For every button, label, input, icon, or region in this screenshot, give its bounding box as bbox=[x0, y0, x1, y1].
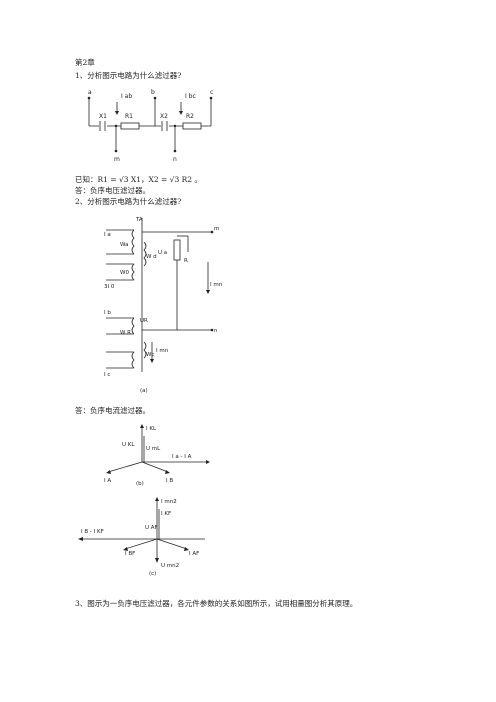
node-m-label-2: m bbox=[214, 226, 219, 232]
r-label: R bbox=[184, 258, 188, 264]
phasor-diagram-b: I KL U KL U mL I a - I A I A I B (b) bbox=[104, 424, 210, 487]
phasor-c-label: U AF bbox=[145, 525, 158, 531]
q1-circuit-diagram: a b c I ab I bc X1 R1 X2 R2 m n bbox=[87, 89, 213, 163]
wc-label: Wc bbox=[146, 352, 154, 358]
question-1-text: 1、分析图示电路为什么滤过器? bbox=[75, 71, 182, 80]
phasor-c-label: U mn2 bbox=[161, 563, 179, 569]
phasor-diagram-c: I mn2 I KF U AF I B - I KF I BF I AF U m… bbox=[78, 497, 205, 577]
chapter-title: 第2章 bbox=[75, 58, 95, 67]
question-3-text: 3、图示为一负序电压滤过器，各元件参数的关系如图所示，试用相量图分析其原理。 bbox=[75, 599, 358, 608]
im-label: I mn bbox=[156, 348, 169, 354]
wb-label: W0 bbox=[120, 270, 129, 276]
r1-label: R1 bbox=[125, 113, 133, 120]
q1-known-condition: 已知：R1 = √3 X1，X2 = √3 R2 。 bbox=[75, 175, 202, 184]
r2-label: R2 bbox=[186, 113, 194, 120]
ib-label: 3I 0 bbox=[104, 284, 115, 290]
ia-label: I a bbox=[104, 232, 111, 238]
ua-label: U a bbox=[158, 250, 167, 256]
phasor-c-label: I AF bbox=[189, 551, 199, 557]
phasor-b-label: I a - I A bbox=[172, 454, 192, 460]
wr-label: W R bbox=[120, 330, 131, 336]
figure-b-caption: (b) bbox=[136, 481, 144, 487]
ic-label: I c bbox=[104, 372, 110, 378]
figure-c-caption: (c) bbox=[149, 571, 156, 577]
phasor-b-label: U mL bbox=[146, 446, 161, 452]
phasor-b-label: I KL bbox=[146, 426, 157, 432]
current-ab-label: I ab bbox=[121, 93, 132, 100]
node-c-label: c bbox=[210, 89, 213, 96]
node-b-label: b bbox=[151, 89, 155, 96]
ic-b-label: I b bbox=[104, 310, 111, 316]
imn-label: I mn bbox=[210, 282, 223, 288]
figure-a-caption: (a) bbox=[140, 388, 148, 394]
question-2-text: 2、分析图示电路为什么滤过器? bbox=[75, 197, 182, 206]
phasor-b-label: I A bbox=[104, 478, 111, 484]
ta-label: TA bbox=[135, 217, 143, 223]
x1-label: X1 bbox=[99, 113, 107, 120]
node-a-label: a bbox=[88, 89, 92, 96]
q2-circuit-diagram: TA I a Wa 3I 0 W0 W d U a R m I mn I b U… bbox=[104, 217, 223, 394]
wa-label: Wa bbox=[120, 242, 128, 248]
node-n-label-2: n bbox=[214, 328, 218, 334]
phasor-c-label: I mn2 bbox=[161, 499, 177, 505]
phasor-b-label: I B bbox=[166, 478, 173, 484]
node-n-label: n bbox=[173, 156, 177, 163]
current-bc-label: I bc bbox=[185, 93, 196, 100]
q2-answer: 答：负序电流滤过器。 bbox=[75, 406, 150, 415]
phasor-b-label: U KL bbox=[122, 442, 135, 448]
wd-label: W d bbox=[146, 254, 157, 260]
phasor-c-label: I B - I KF bbox=[81, 529, 104, 535]
phasor-c-label: I BF bbox=[125, 551, 135, 557]
x2-label: X2 bbox=[160, 113, 168, 120]
q1-answer: 答：负序电压滤过器。 bbox=[75, 186, 150, 195]
phasor-c-label: I KF bbox=[161, 511, 171, 517]
phasor-b-labels: I KL U KL U mL I a - I A I A I B (b) bbox=[104, 426, 192, 487]
node-m-label: m bbox=[114, 156, 120, 163]
ur-label: UR bbox=[140, 318, 148, 324]
